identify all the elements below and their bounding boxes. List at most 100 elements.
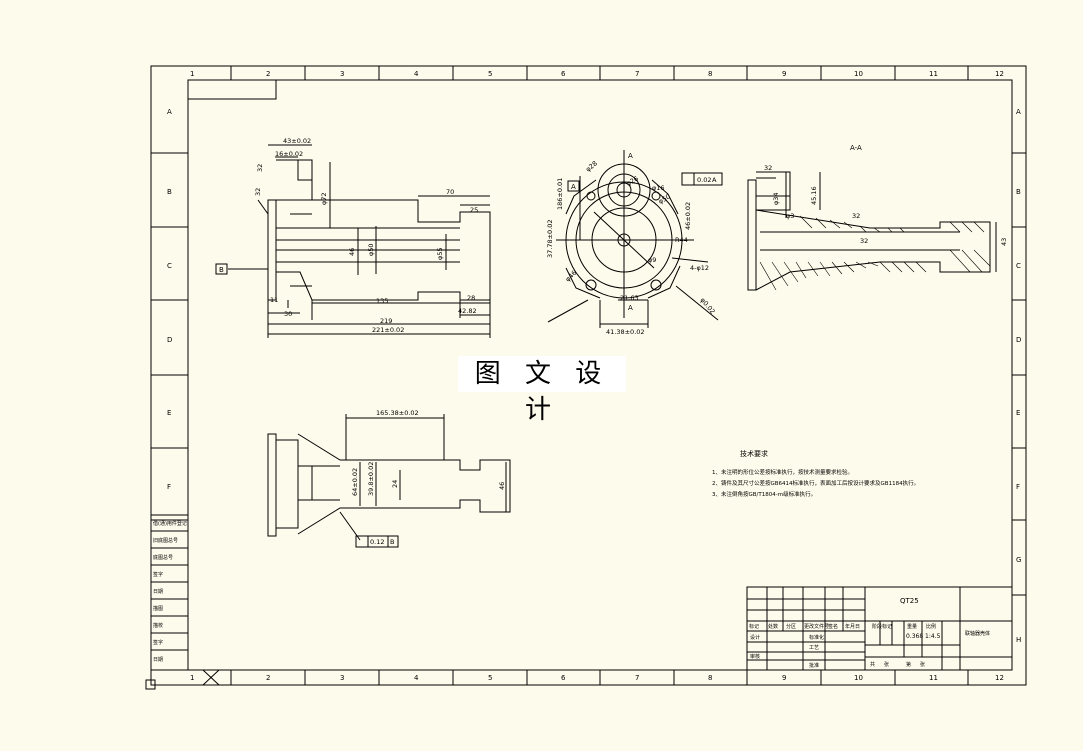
dimension-label: 165.38±0.02 (376, 409, 419, 417)
tolerance-value: 0.12 (370, 538, 384, 546)
col-label: 4 (414, 674, 419, 682)
col-label: 11 (929, 674, 938, 682)
dimension-label: 37.78±0.02 (546, 219, 554, 258)
side-table-label: 签字 (153, 639, 163, 646)
col-label: 4 (414, 70, 419, 78)
dimension-label: 219 (380, 317, 392, 325)
view-mark: A (628, 304, 633, 312)
column-dividers (202, 66, 969, 686)
dimension-label: 70 (446, 188, 454, 196)
row-label: E (167, 409, 171, 417)
part-name: 联轴器壳体 (965, 630, 990, 637)
roughness-label: 32 (254, 188, 262, 196)
side-table-label: 描校 (153, 622, 163, 629)
col-label: 7 (635, 70, 639, 78)
col-label: 8 (708, 70, 712, 78)
side-table-label: 日期 (153, 589, 163, 595)
dimension-label: φ34 (772, 192, 780, 205)
dimension-label: 39.8±0.02 (367, 462, 375, 496)
side-table-label: 借(通)用件登记 (153, 520, 187, 527)
col-label: 2 (266, 70, 270, 78)
row-label: F (1016, 483, 1020, 491)
tb-label: 设计 (750, 634, 760, 641)
dimension-label: 32 (852, 212, 860, 220)
tb-label: 张 (884, 661, 889, 668)
dimension-label: φ50 (367, 243, 375, 256)
side-table-label: 描图 (153, 605, 163, 612)
row-label: D (167, 336, 172, 344)
row-label: B (167, 188, 172, 196)
dimension-label: 21.63 (620, 294, 639, 302)
round-view (547, 150, 723, 328)
dimension-label: 41.38±0.02 (606, 328, 645, 336)
dimension-label: 46±0.02 (684, 202, 692, 230)
tb-label: 更改文件号 (804, 623, 829, 630)
view-mark: A (628, 152, 633, 160)
dimension-label: φ26 (625, 175, 640, 188)
tb-label: 第 (906, 661, 911, 668)
dimension-label: R44 (675, 236, 688, 244)
row-dividers (151, 152, 1026, 596)
mass-value: 0.368 (906, 633, 923, 640)
tb-label: 审核 (750, 653, 760, 660)
front-view (228, 144, 491, 338)
col-label: 6 (561, 674, 566, 682)
dimension-label: 43 (1000, 238, 1008, 246)
row-label: C (1016, 262, 1021, 270)
dimension-label: φ28 (584, 159, 599, 173)
col-label: 5 (488, 674, 492, 682)
tolerance-ref: B (390, 538, 394, 546)
tolerance-ref: A (712, 176, 717, 184)
dimension-label: 28 (467, 294, 475, 302)
roughness-label: 32 (256, 164, 264, 172)
row-label: H (1016, 636, 1021, 644)
row-label: C (167, 262, 172, 270)
dimension-label: 32 (764, 164, 772, 172)
title-block-lines (746, 586, 1013, 671)
tb-label: 签名 (828, 623, 838, 630)
col-label: 12 (995, 674, 1004, 682)
dimension-label: φ46 (564, 269, 579, 284)
dimension-label: 42.82 (458, 307, 477, 315)
dimension-label: φ55 (436, 247, 444, 260)
col-label: 7 (635, 674, 639, 682)
tb-label: 年月日 (845, 623, 860, 630)
dimension-label: 135 (376, 297, 388, 305)
dimension-label: 4-φ12 (690, 264, 709, 272)
corner-mark (145, 679, 156, 690)
dimension-label: φ9 (648, 256, 656, 264)
dimension-label: 24 (391, 480, 399, 488)
top-left-box (187, 79, 277, 100)
side-table-label: 日期 (153, 657, 163, 663)
tb-label: 批准 (809, 662, 819, 669)
row-label: E (1016, 409, 1020, 417)
dimension-label: 46 (348, 248, 356, 256)
dimension-label: 11 (270, 296, 278, 304)
dimension-label: 43±0.02 (283, 137, 311, 145)
scale-value: 1:4.5 (925, 633, 941, 640)
datum-mark: A (571, 183, 576, 191)
side-table-label: 签字 (153, 571, 163, 578)
section-label: A-A (850, 144, 862, 152)
dimension-label: 30 (284, 310, 292, 318)
tb-label: 分区 (786, 623, 796, 630)
row-label: A (167, 108, 172, 116)
dimension-label: 46 (498, 482, 506, 490)
col-label: 2 (266, 674, 270, 682)
dimension-label: 64±0.02 (351, 468, 359, 496)
col-label: 9 (782, 70, 786, 78)
row-label: G (1016, 556, 1021, 564)
dimension-label: 16±0.02 (275, 150, 303, 158)
col-label: 1 (190, 70, 194, 78)
col-label: 10 (854, 70, 863, 78)
col-label: 1 (190, 674, 194, 682)
bottom-view (267, 414, 511, 548)
col-label: 6 (561, 70, 566, 78)
tb-label: 阶段标记 (872, 623, 892, 630)
tb-label: 重量 (907, 623, 917, 630)
row-label: F (167, 483, 171, 491)
tolerance-value: 0.02 (697, 176, 711, 184)
col-label: 11 (929, 70, 938, 78)
note-item: 3、未注倒角按GB/T1804-m级标准执行。 (712, 490, 816, 498)
col-label: 5 (488, 70, 492, 78)
